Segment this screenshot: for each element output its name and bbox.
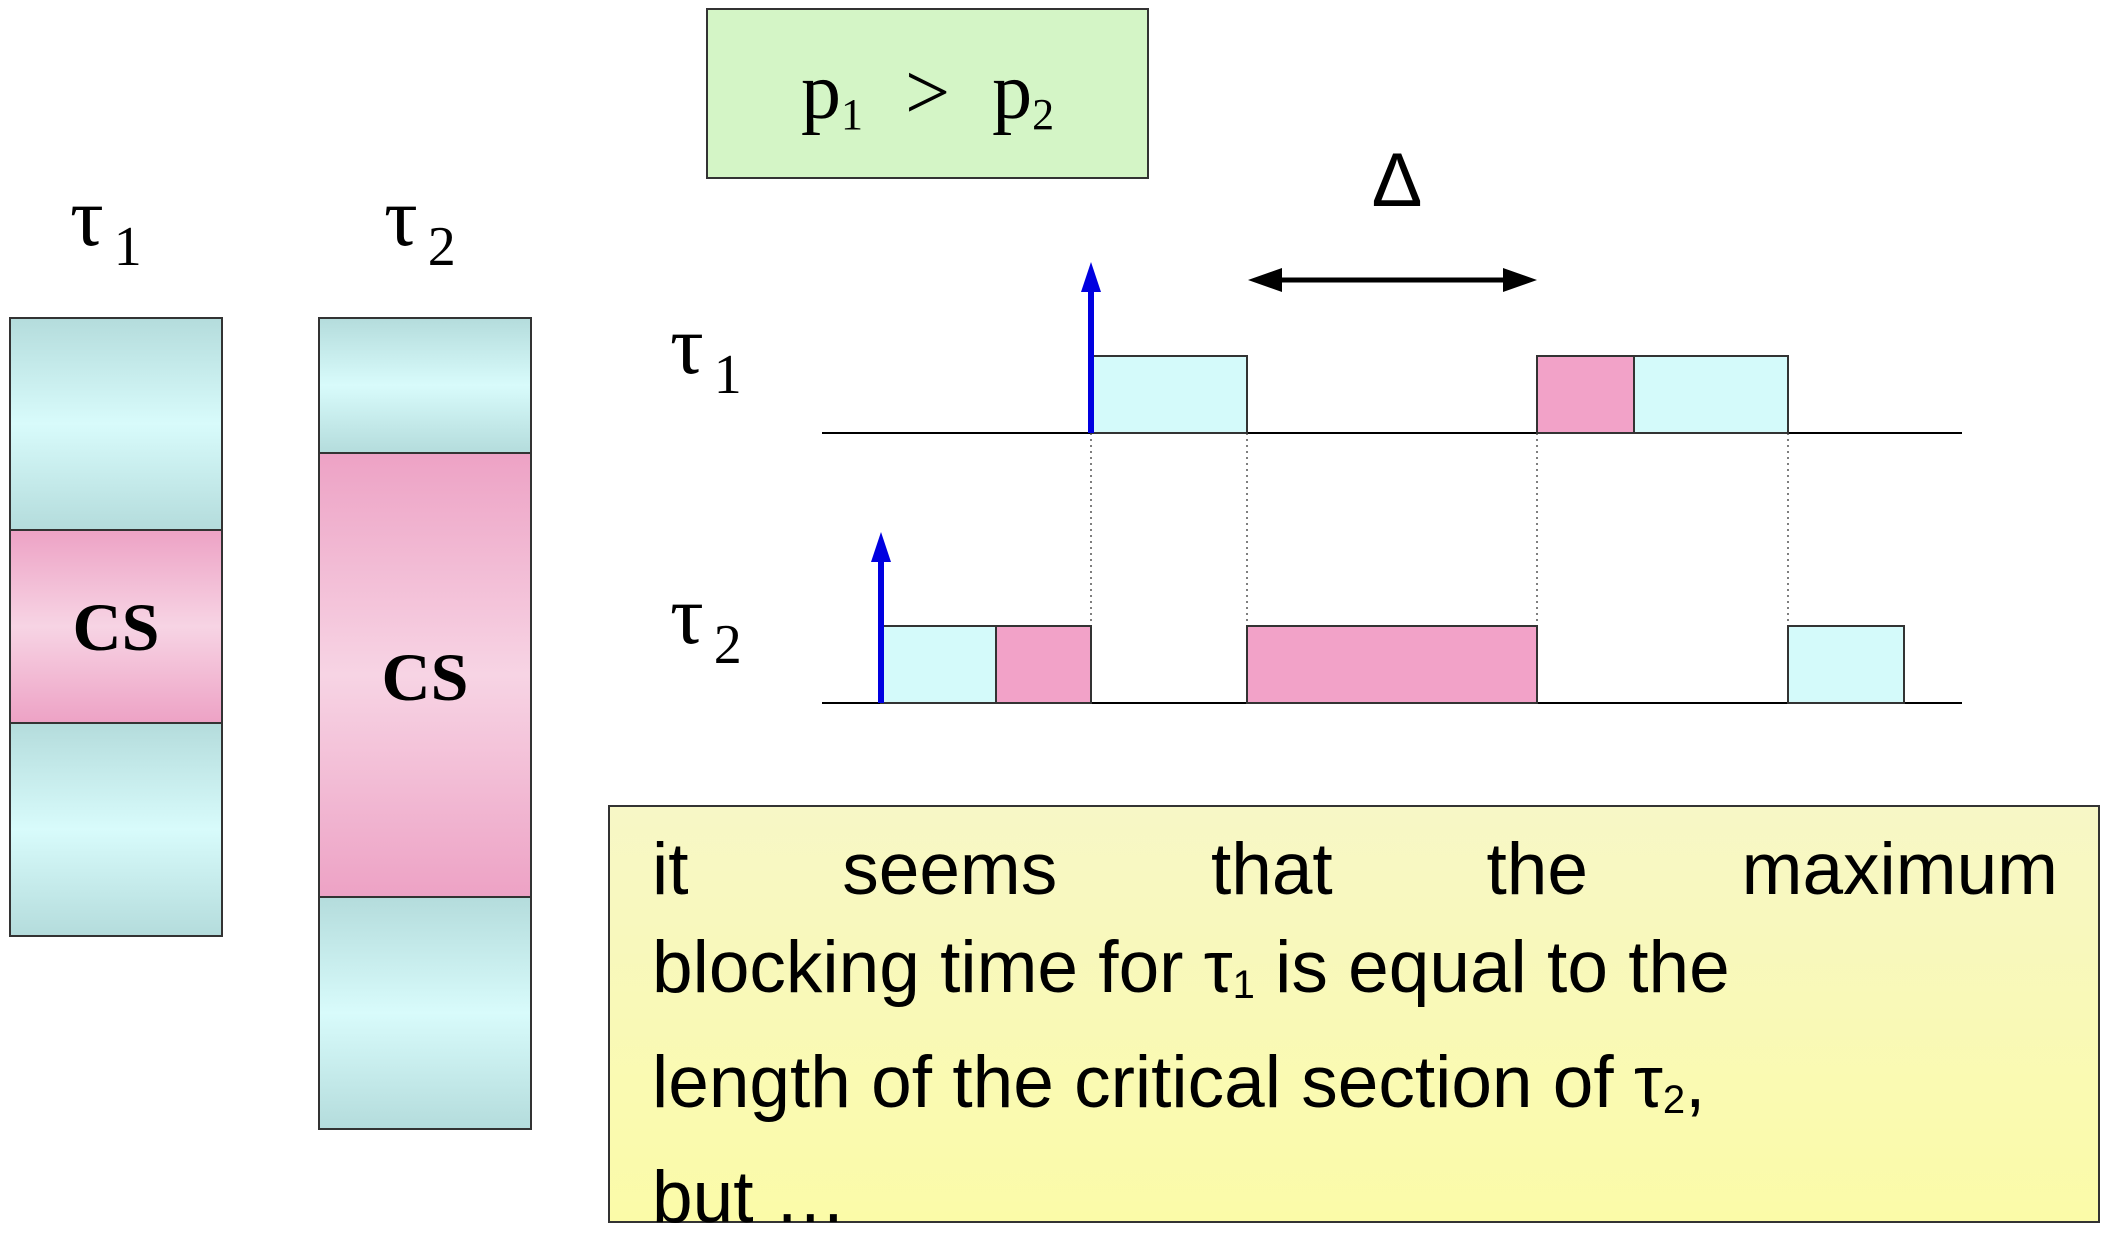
delta-double-arrow xyxy=(1248,268,1537,292)
note-line-1: it seems that the maximum xyxy=(652,829,2058,910)
tau2-symbol: τ xyxy=(384,171,418,264)
tau1-symbol: τ xyxy=(670,299,704,392)
task1-normal-bottom xyxy=(9,722,223,937)
tau1-subscript: 1 xyxy=(113,215,142,278)
tau2-subscript: 2 xyxy=(427,215,456,278)
task1-exec-critical xyxy=(1536,355,1635,434)
task1-cs-label: CS xyxy=(73,589,160,665)
priority-p2: p2 xyxy=(992,48,1055,139)
task2-critical-section xyxy=(318,452,532,898)
note-line-2: blocking time for τ1 is equal to the xyxy=(652,927,1730,1008)
priority-relation-box: p1 > p2 xyxy=(706,8,1149,179)
note-box: it seems that the maximum blocking time … xyxy=(608,805,2100,1238)
task2-exec-critical-2 xyxy=(1246,625,1538,704)
task1-exec-normal-1 xyxy=(1090,355,1248,434)
priority-operator: > xyxy=(904,49,951,137)
task1-critical-section xyxy=(9,529,223,724)
delta-label: Δ xyxy=(1372,138,1423,223)
task1-normal-top xyxy=(9,317,223,531)
tau1-symbol: τ xyxy=(70,171,104,264)
task1-exec-normal-2 xyxy=(1633,355,1789,434)
note-line-4: but … xyxy=(652,1157,847,1238)
task2-normal-top xyxy=(318,317,532,454)
task2-exec-critical-1 xyxy=(995,625,1092,704)
task2-normal-bottom xyxy=(318,896,532,1130)
note-line-3: length of the critical section of τ2, xyxy=(652,1042,1706,1123)
task2-structure xyxy=(318,317,532,1130)
task1-structure xyxy=(9,317,223,937)
task2-arrival-arrow xyxy=(871,532,891,703)
tau2-symbol: τ xyxy=(670,569,704,662)
task2-cs-label: CS xyxy=(382,639,469,715)
tau1-subscript: 1 xyxy=(713,343,742,406)
task2-exec-normal-2 xyxy=(1787,625,1905,704)
task2-exec-normal-1 xyxy=(880,625,997,704)
task1-arrival-arrow xyxy=(1081,262,1101,433)
tau2-subscript: 2 xyxy=(713,613,742,676)
priority-p1: p1 xyxy=(800,48,863,139)
